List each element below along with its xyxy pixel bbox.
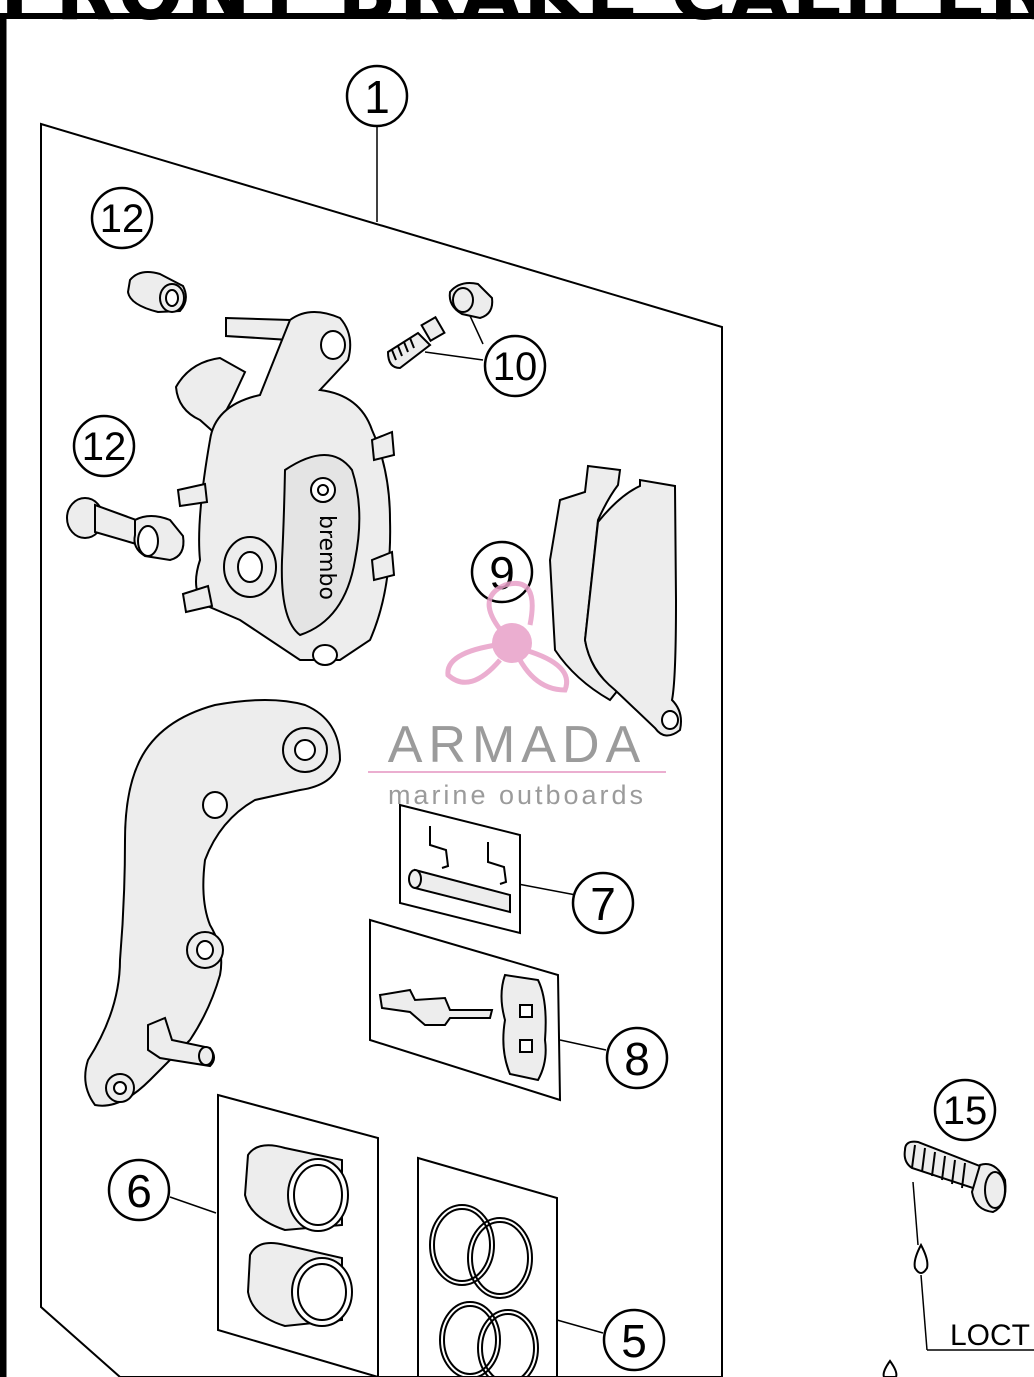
armada-logo: ARMADA marine outboards xyxy=(368,581,666,810)
bushing-upper-part xyxy=(126,271,187,314)
callout-label: 7 xyxy=(590,878,616,930)
watermark-brand: ARMADA xyxy=(388,716,646,774)
page-border xyxy=(0,13,1034,1377)
caliper-brand-text: brembo xyxy=(314,515,339,600)
loctite-label: LOCT xyxy=(950,1319,1030,1352)
callout-label: 15 xyxy=(943,1089,988,1133)
caliper-body-part: brembo xyxy=(174,311,396,666)
callout-label: 6 xyxy=(126,1165,152,1217)
caliper-bracket-part xyxy=(84,699,342,1107)
brake-pads-part xyxy=(548,464,682,737)
pistons-part xyxy=(217,1093,379,1377)
callout-label: 12 xyxy=(82,425,127,469)
screw-part xyxy=(903,1140,1007,1214)
propeller-icon xyxy=(445,581,569,693)
callout-circles xyxy=(72,64,997,1372)
callout-label: 5 xyxy=(621,1315,647,1367)
spring-kit-part xyxy=(369,918,562,1102)
callout-label: 1 xyxy=(364,71,390,123)
kit-panel xyxy=(40,122,723,1377)
loctite-drop-icon xyxy=(882,1242,929,1377)
callout-label: 8 xyxy=(624,1033,650,1085)
pin-kit-part xyxy=(399,803,521,935)
watermark-tagline: marine outboards xyxy=(388,780,646,810)
callout-label: 12 xyxy=(100,197,145,241)
callout-label: 10 xyxy=(493,345,538,389)
bolt-and-bushing-part xyxy=(66,497,185,562)
bleed-valve-part xyxy=(386,282,494,370)
leader-lines xyxy=(169,126,1034,1351)
seal-rings-part xyxy=(417,1156,558,1377)
